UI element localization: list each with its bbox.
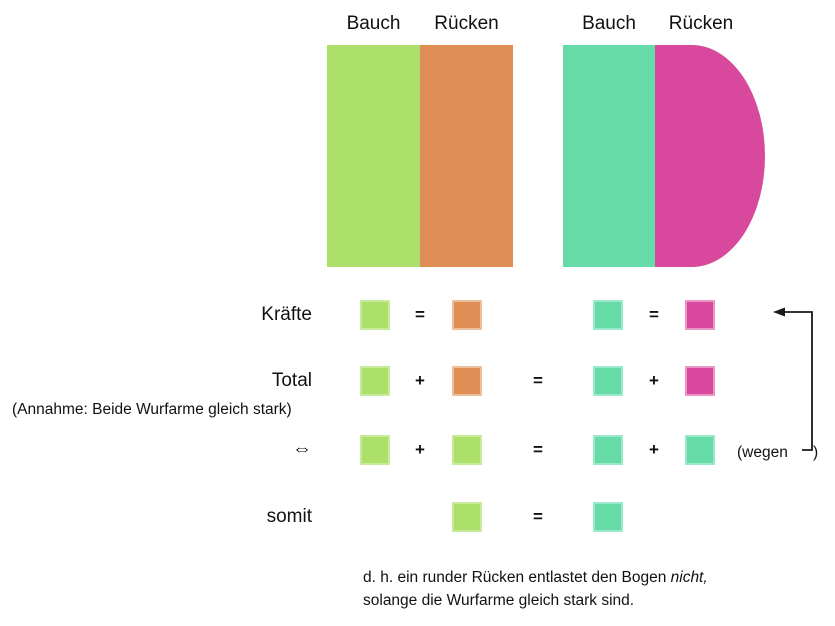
teal-square: [593, 435, 623, 465]
green-square: [452, 502, 482, 532]
green-square: [360, 300, 390, 330]
row-label-kraefte: Kräfte: [261, 304, 312, 325]
row-label-somit: somit: [266, 506, 312, 527]
green-square: [360, 435, 390, 465]
orange-square: [452, 300, 482, 330]
plus-sign: +: [415, 439, 425, 459]
flat-bow-back-label: Rücken: [434, 13, 499, 34]
reference-arrow: [773, 307, 813, 451]
flat-bow-belly-half: [327, 45, 420, 267]
teal-square: [593, 502, 623, 532]
pink-square: [685, 366, 715, 396]
conclusion-text: d. h. ein runder Rücken entlastet den Bo…: [363, 566, 753, 612]
flat-bow-back-half: [420, 45, 513, 267]
equals-sign: =: [533, 439, 543, 459]
total-assumption-note: (Annahme: Beide Wurfarme gleich stark): [12, 401, 292, 418]
conclusion-line1-italic: nicht,: [670, 569, 708, 586]
equals-sign: =: [533, 370, 543, 390]
conclusion-line2: solange die Wurfarme gleich stark sind.: [363, 592, 635, 609]
wegen-note-open: (wegen: [737, 444, 788, 461]
conclusion-line1: d. h. ein runder Rücken entlastet den Bo…: [363, 569, 671, 586]
plus-sign: +: [649, 439, 659, 459]
row-label-total: Total: [271, 370, 312, 391]
teal-square: [593, 300, 623, 330]
plus-sign: +: [649, 370, 659, 390]
teal-square: [593, 366, 623, 396]
teal-square: [685, 435, 715, 465]
equals-sign: =: [649, 304, 659, 324]
row-label-equivalence: ⇔: [292, 438, 312, 460]
round-bow-belly-label: Bauch: [582, 13, 636, 34]
equals-sign: =: [415, 304, 425, 324]
round-bow-belly-half: [563, 45, 655, 267]
plus-sign: +: [415, 370, 425, 390]
round-bow-back-label: Rücken: [668, 13, 734, 34]
equals-sign: =: [533, 506, 543, 526]
round-bow-back-half: [655, 45, 765, 267]
pink-square: [685, 300, 715, 330]
flat-bow-belly-label: Bauch: [346, 13, 401, 34]
wegen-note-close: ): [813, 444, 819, 461]
green-square: [360, 366, 390, 396]
orange-square: [452, 366, 482, 396]
green-square: [452, 435, 482, 465]
